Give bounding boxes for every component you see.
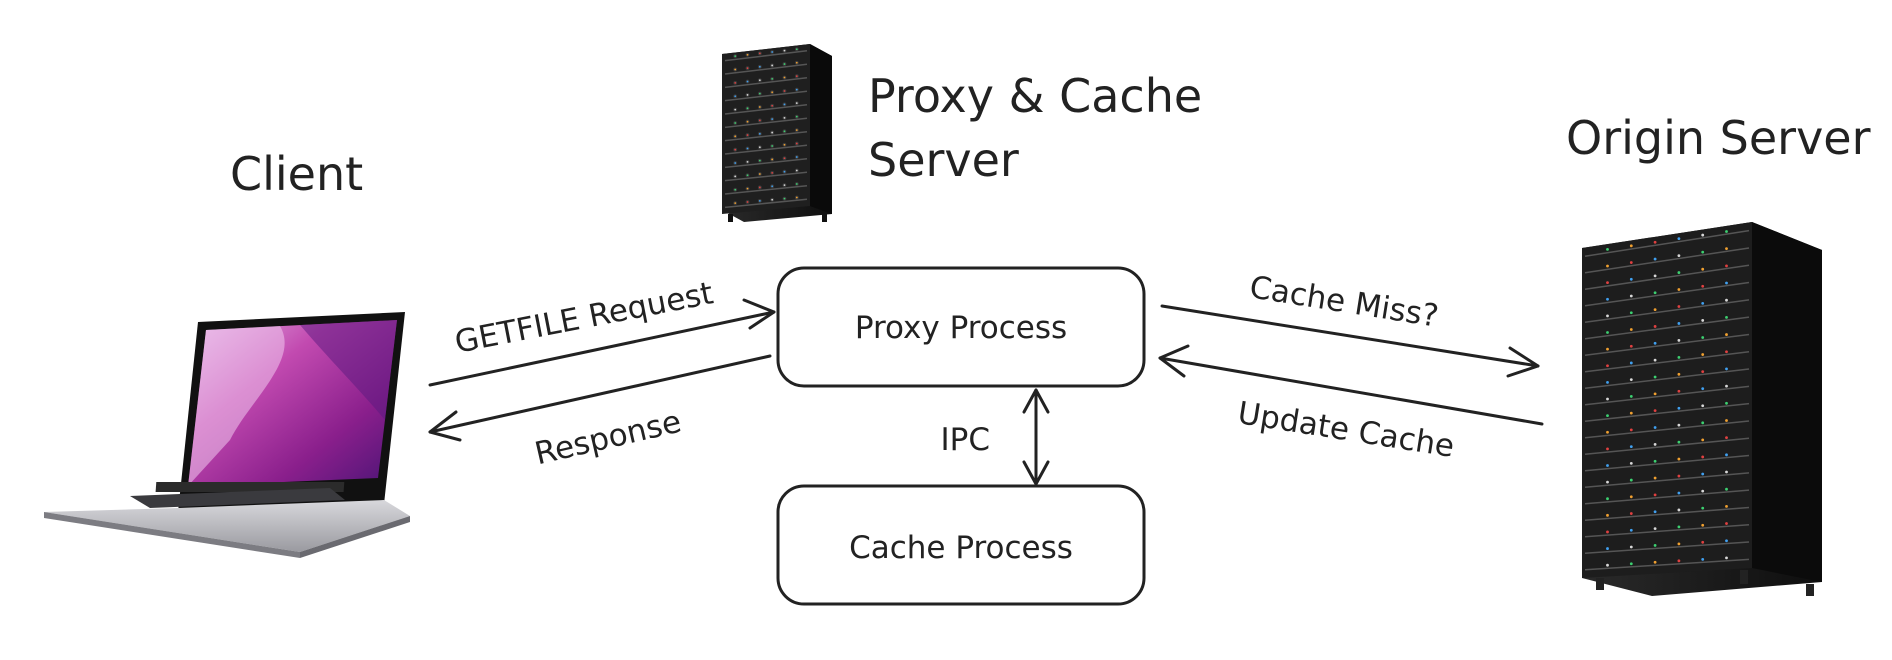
- origin-server-node: Origin Server: [1566, 111, 1871, 596]
- client-title: Client: [230, 147, 363, 201]
- client-node: Client: [44, 147, 410, 558]
- server-rack-icon: [722, 44, 832, 222]
- cache-process-box: Cache Process: [776, 484, 1146, 606]
- update-cache-arrow: Update Cache: [1158, 344, 1544, 465]
- server-rack-icon: [1582, 222, 1822, 596]
- origin-server-title: Origin Server: [1566, 111, 1871, 165]
- proxy-process-label: Proxy Process: [855, 310, 1067, 346]
- cache-miss-arrow: Cache Miss?: [1160, 269, 1540, 378]
- update-cache-label: Update Cache: [1235, 395, 1456, 465]
- proxy-server-node: Proxy & Cache Server: [722, 44, 1202, 222]
- laptop-icon: [44, 312, 410, 558]
- getfile-request-label: GETFILE Request: [452, 275, 716, 360]
- getfile-request-arrow: GETFILE Request: [428, 275, 776, 387]
- proxy-server-title-line2: Server: [868, 133, 1019, 187]
- ipc-arrow: IPC: [941, 388, 1050, 486]
- response-label: Response: [531, 404, 684, 473]
- proxy-process-box: Proxy Process: [776, 266, 1146, 388]
- ipc-label: IPC: [941, 422, 990, 458]
- proxy-server-title-line1: Proxy & Cache: [868, 69, 1202, 123]
- cache-process-label: Cache Process: [849, 530, 1073, 566]
